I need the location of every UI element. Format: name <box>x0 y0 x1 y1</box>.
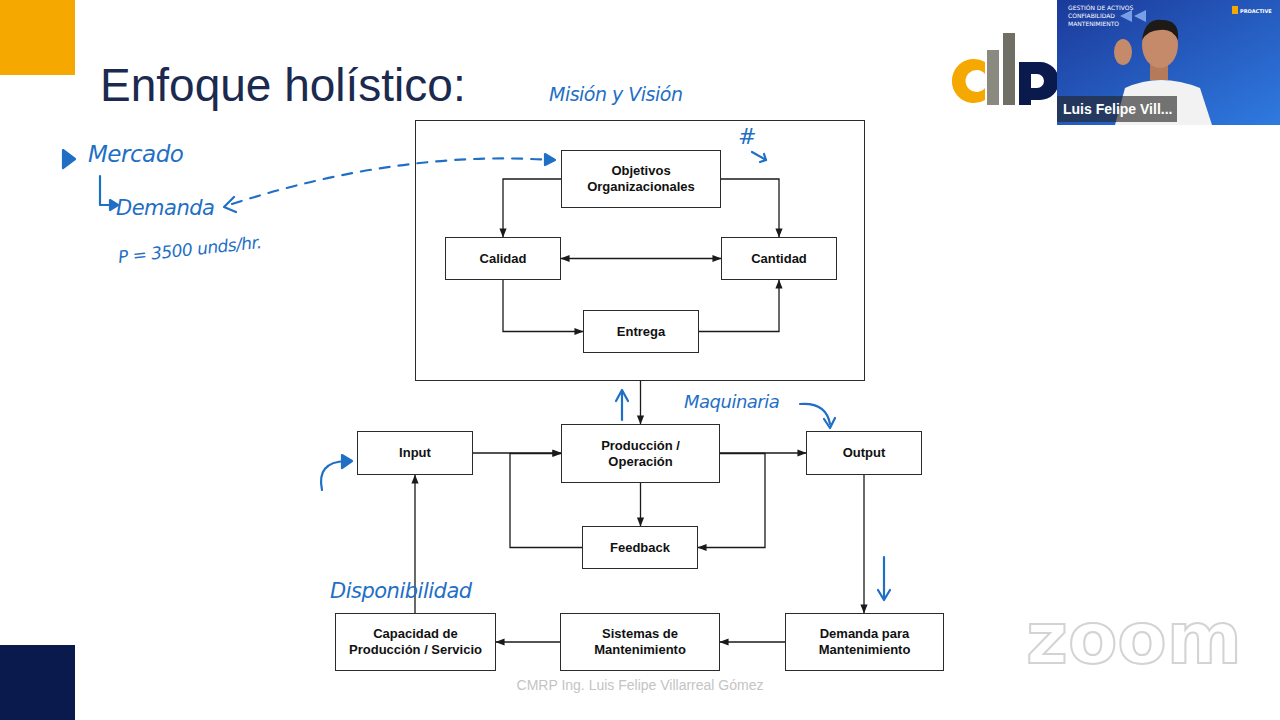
webcam-feed <box>1057 0 1280 125</box>
flow-arrow <box>561 258 721 259</box>
person-hand <box>1114 39 1132 65</box>
arrow-head <box>616 390 628 401</box>
webcam-decor <box>1120 10 1132 22</box>
box-label: Calidad <box>480 251 527 267</box>
process-box: Cantidad <box>721 237 837 280</box>
logo-bar <box>987 50 999 105</box>
webcam-caption: CONFIABILIDAD <box>1068 12 1115 19</box>
webcam-logo-text: PROACTIVE <box>1240 8 1272 14</box>
flow-arrow <box>698 454 765 548</box>
process-box: Sistemas de Mantenimiento <box>560 613 720 671</box>
corner-square <box>0 645 75 720</box>
up-arrow <box>621 392 623 420</box>
flow-arrow <box>496 641 560 642</box>
flow-arrow <box>720 641 785 642</box>
flow-arrow <box>503 280 583 332</box>
person-shirt <box>1115 80 1212 125</box>
participant-name: Luis Felipe Vill... <box>1057 96 1177 122</box>
flow-arrow <box>503 179 561 237</box>
webcam-caption: GESTIÓN DE ACTIVOS <box>1068 4 1133 11</box>
webcam-logo <box>1232 6 1238 14</box>
box-label: Capacidad de Producción / Servicio <box>344 626 487 658</box>
logo-letter <box>1019 62 1059 105</box>
arrow-head <box>545 154 555 165</box>
bullet-triangle <box>63 150 75 168</box>
flow-arrow <box>863 475 864 613</box>
box-label: Output <box>843 445 886 461</box>
person-hair <box>1142 20 1178 40</box>
handwritten-note: # <box>738 124 756 149</box>
process-box: Objetivos Organizacionales <box>561 150 721 208</box>
handwritten-note: P = 3500 unds/hr. <box>117 232 262 267</box>
flow-arrow <box>640 483 641 526</box>
process-box: Producción / Operación <box>561 424 720 483</box>
box-label: Feedback <box>610 540 670 556</box>
process-box: Calidad <box>445 237 561 280</box>
box-label: Producción / Operación <box>582 438 699 470</box>
process-box: Input <box>357 431 473 475</box>
arrow-head <box>760 154 766 162</box>
box-label: Cantidad <box>751 251 807 267</box>
box-label: Input <box>399 445 431 461</box>
watermark: zoom <box>1026 596 1242 680</box>
process-box: Capacidad de Producción / Servicio <box>335 613 496 671</box>
flow-arrow <box>473 452 561 453</box>
company-logo <box>952 33 1059 105</box>
handwritten-note: Mercado <box>88 141 183 167</box>
webcam-caption: MANTENIMIENTO <box>1068 20 1119 27</box>
arrow-head <box>224 197 236 212</box>
process-box: Output <box>806 431 922 475</box>
process-box: Demanda para Mantenimiento <box>785 613 944 671</box>
arrow-head <box>878 590 890 600</box>
flow-arrow <box>414 475 415 613</box>
handwritten-note: Demanda <box>116 196 214 220</box>
flow-arrow <box>720 452 806 453</box>
process-box: Feedback <box>582 526 698 569</box>
handwritten-annotations <box>63 150 925 667</box>
webcam-background <box>1057 0 1280 125</box>
box-label: Demanda para Mantenimiento <box>808 626 921 658</box>
logo-bar <box>1003 33 1015 105</box>
arrow-head <box>110 200 118 210</box>
flow-arrow <box>640 381 641 424</box>
arrow-head <box>342 455 352 468</box>
flow-arrow <box>510 454 582 548</box>
handwritten-note: Disponibilidad <box>330 579 472 603</box>
objectives-frame: Misión y VisiónObjetivos Organizacionale… <box>415 120 865 381</box>
slide-title: Enfoque holístico: <box>100 58 466 112</box>
dashed-leader <box>232 158 550 204</box>
logo-arc <box>952 59 985 103</box>
footer-credit: CMRP Ing. Luis Felipe Villarreal Gómez <box>0 677 1280 693</box>
frame-heading: Misión y Visión <box>549 83 682 106</box>
handwritten-note: Maquinaria <box>684 391 779 412</box>
down-arrow <box>883 557 885 598</box>
flow-arrow <box>699 280 779 332</box>
arrow-head <box>824 418 835 428</box>
box-label: Sistemas de Mantenimiento <box>583 626 697 658</box>
webcam-decor <box>1134 10 1146 22</box>
box-label: Objetivos Organizacionales <box>572 163 710 195</box>
box-label: Entrega <box>617 324 665 340</box>
flow-arrow <box>721 179 779 237</box>
process-box: Entrega <box>583 310 699 353</box>
corner-square <box>0 0 75 75</box>
